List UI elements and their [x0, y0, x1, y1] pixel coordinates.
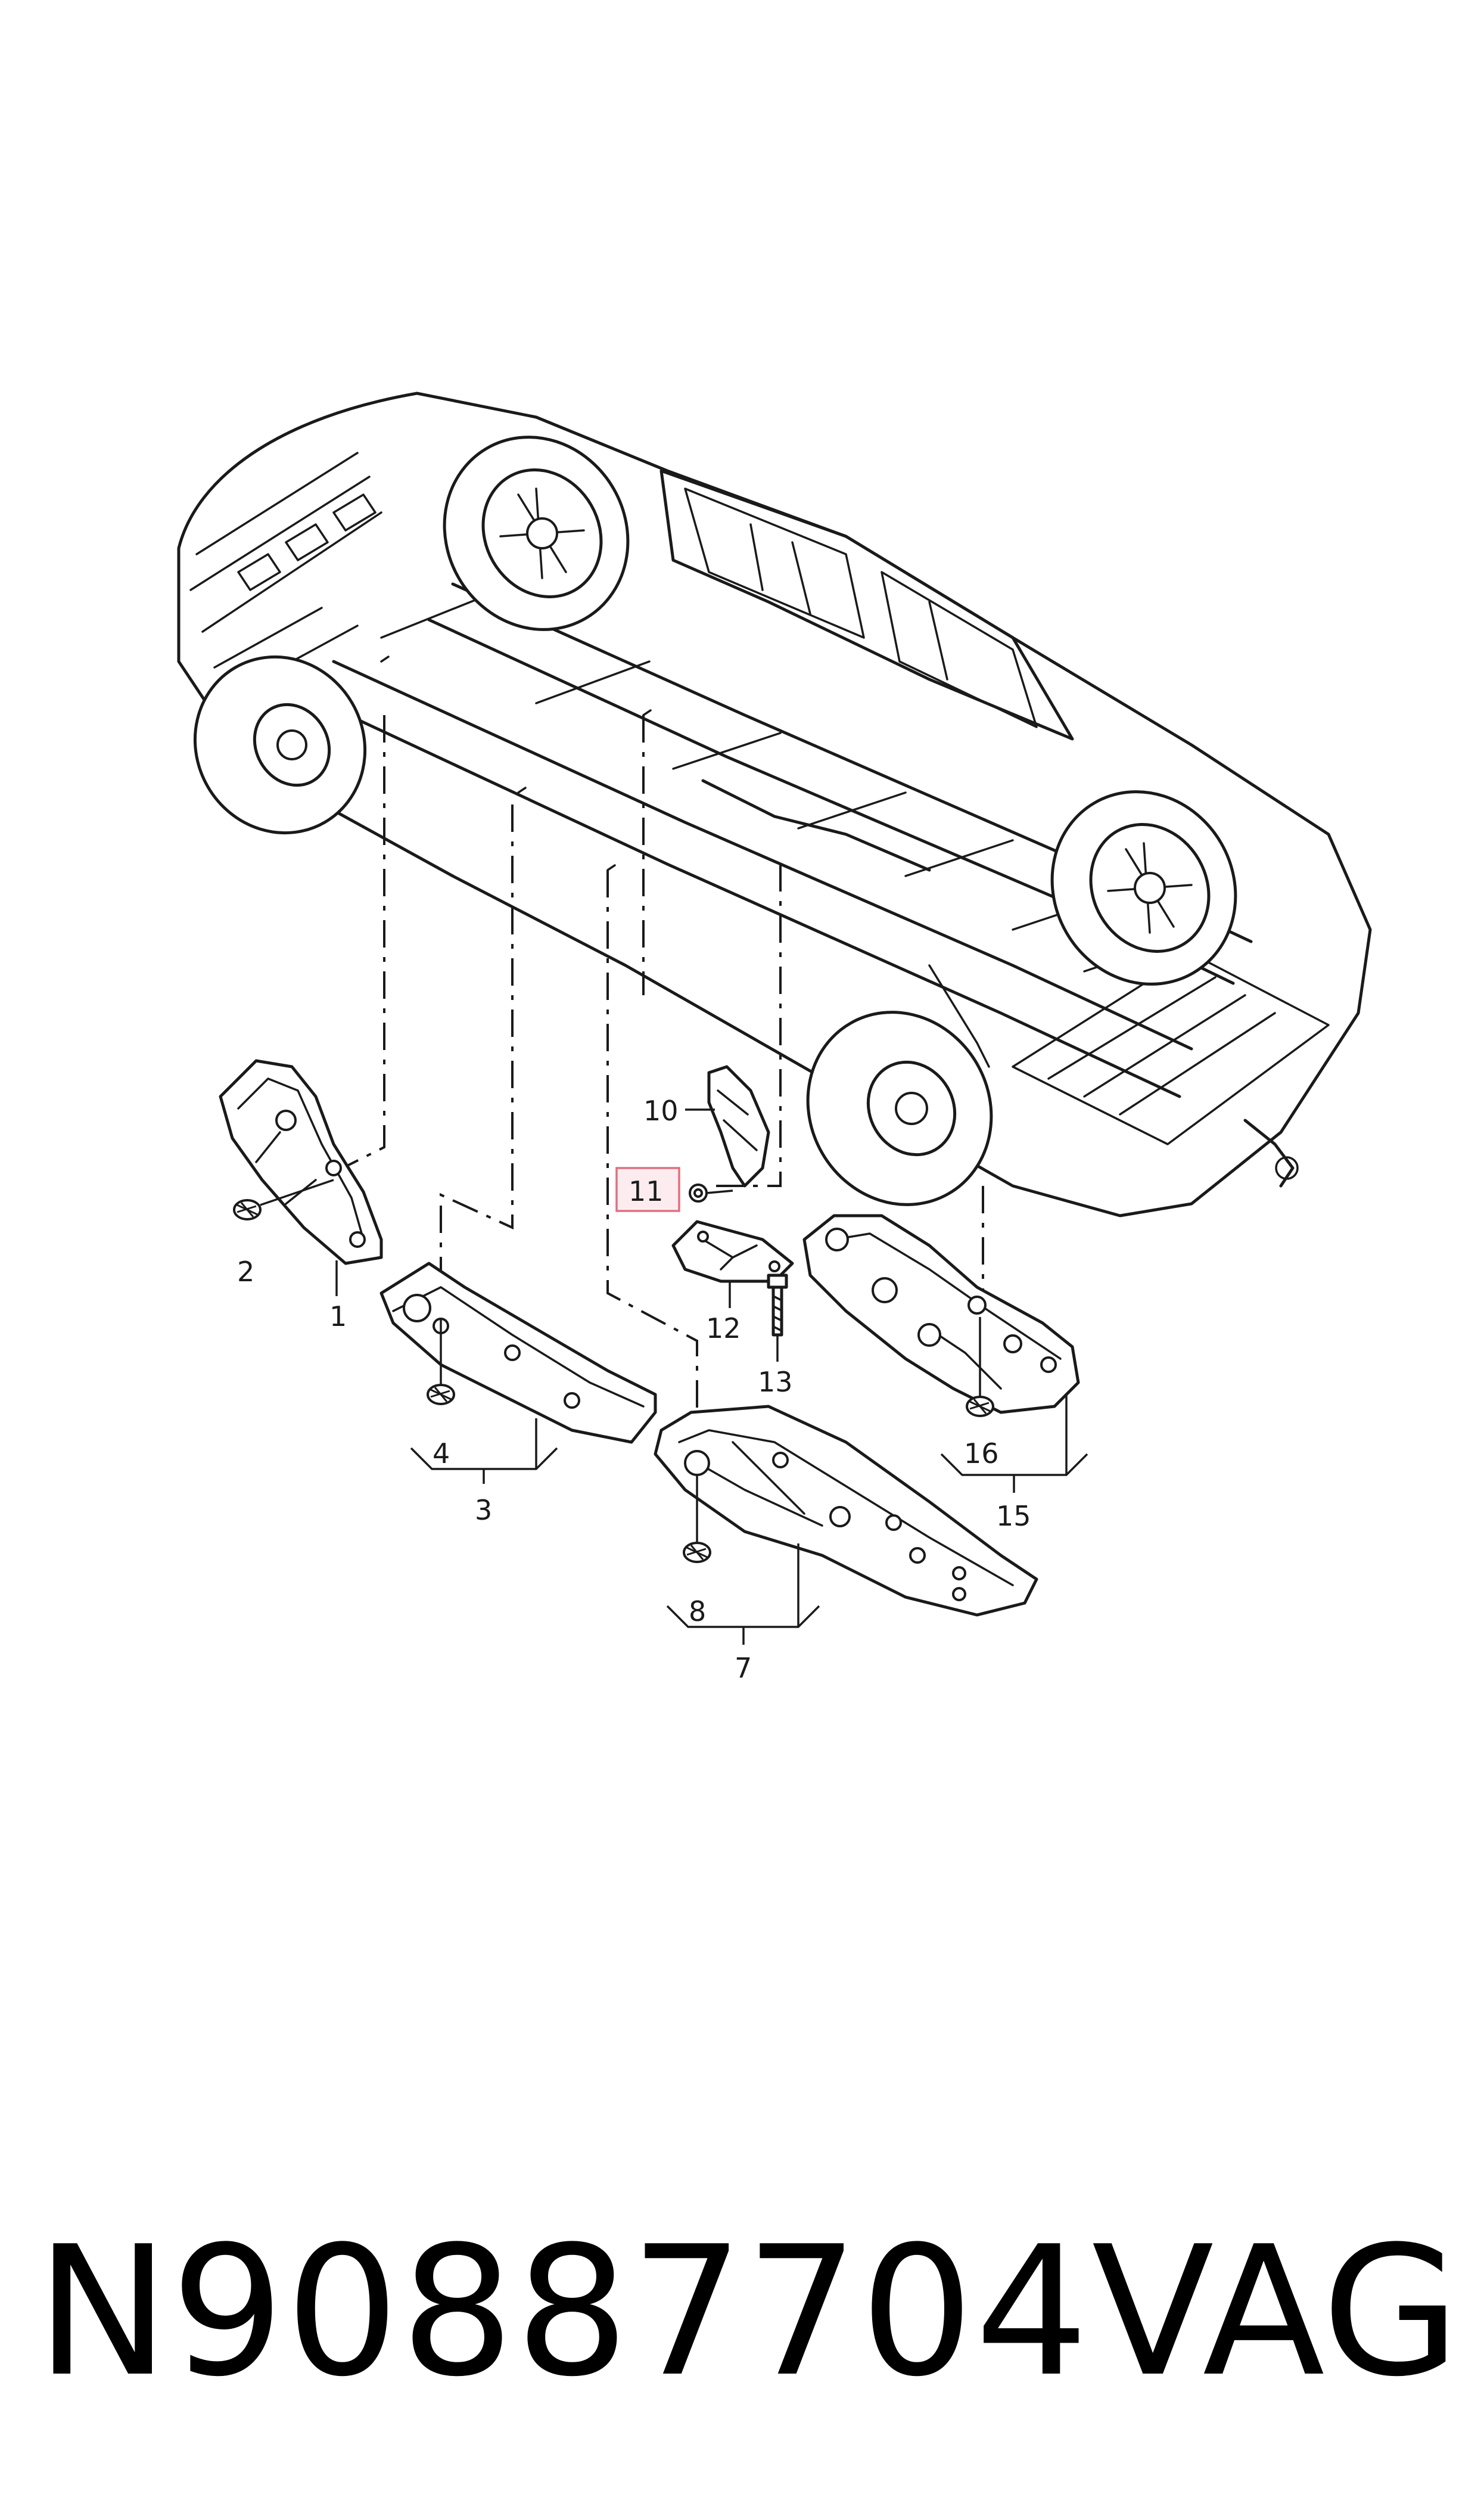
callout-3[interactable]: 3: [475, 1494, 492, 1526]
part-13-bolt: [767, 1274, 788, 1337]
callout-labels: 1 2 3 4 7 8 10 11 12 13 15 16: [237, 1095, 1031, 1684]
brand-name: VAG: [1091, 2208, 1460, 2416]
callout-11-highlight: [615, 1167, 680, 1212]
callout-leaders: [335, 1108, 1088, 1645]
callout-10[interactable]: 10: [643, 1095, 679, 1127]
part-10-bracket: [707, 1065, 770, 1188]
front-left-wheel: [443, 436, 630, 631]
callout-1[interactable]: 1: [329, 1300, 347, 1333]
callout-11[interactable]: 11: [629, 1175, 664, 1207]
callout-7[interactable]: 7: [735, 1652, 752, 1684]
clip-4: [427, 1320, 455, 1405]
callout-4[interactable]: 4: [433, 1437, 450, 1470]
callout-16[interactable]: 16: [964, 1437, 999, 1470]
callout-2[interactable]: 2: [237, 1256, 254, 1288]
assembly-lines: [330, 715, 984, 1412]
part-1-heat-shield: [219, 1059, 383, 1265]
wheels: [193, 436, 1237, 1206]
part-7-heat-shield: [654, 1405, 1038, 1617]
callout-12[interactable]: 12: [706, 1312, 741, 1344]
rear-left-wheel: [1050, 790, 1237, 986]
front-right-wheel: [193, 655, 367, 835]
part-12-bracket: [671, 1220, 794, 1283]
part-number: N90887704: [36, 2208, 1090, 2416]
vehicle-underbody: [177, 392, 1372, 1217]
callout-8[interactable]: 8: [689, 1595, 706, 1627]
callout-15[interactable]: 15: [996, 1500, 1031, 1532]
rear-right-wheel: [806, 1011, 993, 1206]
part-3-heat-shield: [379, 1262, 657, 1444]
callout-13[interactable]: 13: [758, 1366, 793, 1398]
clip-8: [683, 1475, 711, 1563]
part-15-heat-shield: [802, 1214, 1080, 1414]
clip-16: [966, 1317, 994, 1417]
clip-2: [233, 1179, 334, 1220]
nut-11: [689, 1184, 733, 1203]
